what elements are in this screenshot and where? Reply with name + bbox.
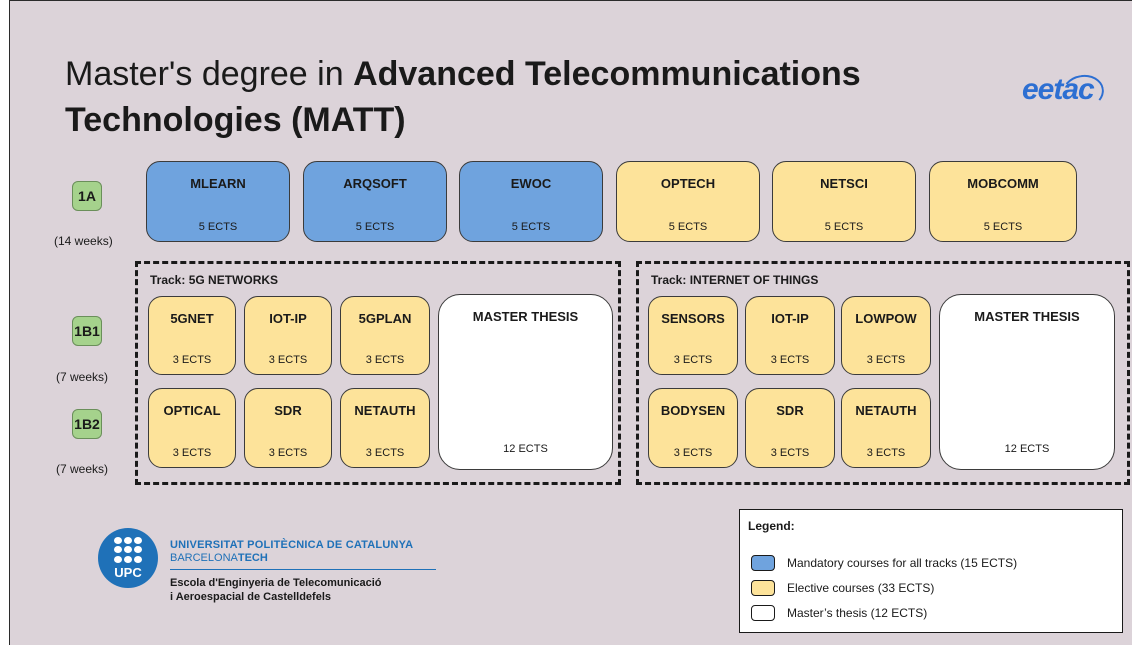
course-card[interactable]: EWOC 5 ECTS [459, 161, 603, 242]
course-ects: 5 ECTS [824, 221, 864, 233]
thesis-ects: 12 ECTS [503, 443, 548, 455]
course-ects: 3 ECTS [172, 447, 212, 459]
course-ects: 3 ECTS [673, 354, 713, 366]
legend-text: Mandatory courses for all tracks (15 ECT… [787, 556, 1018, 570]
upc-school-line1: Escola d'Enginyeria de Telecomunicació [170, 577, 382, 589]
legend: Legend: Mandatory courses for all tracks… [739, 509, 1123, 633]
course-name: 5GNET [170, 311, 214, 326]
course-name: IOT-IP [269, 311, 307, 326]
upc-barcelona: BARCELONA [170, 552, 238, 564]
course-card[interactable]: BODYSEN 3 ECTS [648, 388, 738, 468]
course-ects: 5 ECTS [511, 221, 551, 233]
course-name: LOWPOW [855, 311, 917, 326]
course-card[interactable]: NETSCI 5 ECTS [772, 161, 916, 242]
eetac-logo-text: eetac [1022, 73, 1095, 106]
course-name: MOBCOMM [967, 176, 1039, 191]
course-ects: 3 ECTS [770, 447, 810, 459]
course-card[interactable]: SDR 3 ECTS [244, 388, 332, 468]
course-card[interactable]: OPTECH 5 ECTS [616, 161, 760, 242]
title-bold-line1: Advanced Telecommunications [353, 55, 861, 93]
course-name: OPTECH [660, 176, 716, 191]
course-card[interactable]: 5GPLAN 3 ECTS [340, 296, 430, 375]
legend-text: Elective courses (33 ECTS) [787, 581, 935, 595]
course-ects: 3 ECTS [866, 354, 906, 366]
upc-logo-text: UPC [114, 565, 142, 580]
upc-university-name: UNIVERSITAT POLITÈCNICA DE CATALUNYA [170, 539, 414, 551]
legend-text: Master’s thesis (12 ECTS) [787, 606, 928, 620]
course-card[interactable]: IOT-IP 3 ECTS [244, 296, 332, 375]
legend-swatch-mandatory [751, 555, 775, 571]
course-name: EWOC [510, 176, 552, 191]
course-ects: 3 ECTS [268, 354, 308, 366]
course-ects: 5 ECTS [198, 221, 238, 233]
period-badge-1b1: 1B1 [72, 316, 102, 346]
upc-dots-icon [114, 537, 144, 563]
course-card[interactable]: OPTICAL 3 ECTS [148, 388, 236, 468]
upc-school-name: Escola d'Enginyeria de Telecomunicació i… [170, 576, 381, 604]
course-card[interactable]: ARQSOFT 5 ECTS [303, 161, 447, 242]
legend-title: Legend: [748, 519, 795, 533]
course-ects: 3 ECTS [365, 354, 405, 366]
page-title: Master's degree in Advanced Telecommunic… [65, 51, 861, 143]
course-card[interactable]: MOBCOMM 5 ECTS [929, 161, 1077, 242]
legend-swatch-elective [751, 580, 775, 596]
course-ects: 3 ECTS [770, 354, 810, 366]
course-ects: 3 ECTS [268, 447, 308, 459]
title-bold-line2: Technologies (MATT) [65, 101, 406, 139]
track-label: Track: 5G NETWORKS [150, 273, 279, 287]
course-name: NETSCI [820, 176, 868, 191]
course-card[interactable]: SDR 3 ECTS [745, 388, 835, 468]
thesis-card[interactable]: MASTER THESIS 12 ECTS [939, 294, 1115, 470]
upc-tech: TECH [237, 552, 268, 564]
course-name: SENSORS [661, 311, 725, 326]
course-name: NETAUTH [855, 403, 917, 418]
course-name: 5GPLAN [358, 311, 412, 326]
course-name: SDR [274, 403, 302, 418]
period-weeks-1a: (14 weeks) [54, 234, 113, 248]
thesis-card[interactable]: MASTER THESIS 12 ECTS [438, 294, 613, 470]
title-prefix: Master's degree in [65, 55, 354, 93]
upc-barcelonatech: BARCELONATECH [170, 552, 268, 564]
course-name: BODYSEN [660, 403, 726, 418]
course-ects: 3 ECTS [172, 354, 212, 366]
thesis-name: MASTER THESIS [974, 309, 1080, 324]
course-card[interactable]: 5GNET 3 ECTS [148, 296, 236, 375]
eetac-logo: eetac [1022, 71, 1107, 113]
course-card[interactable]: NETAUTH 3 ECTS [340, 388, 430, 468]
track-5g-networks [135, 261, 621, 485]
course-name: SDR [776, 403, 804, 418]
course-card[interactable]: IOT-IP 3 ECTS [745, 296, 835, 375]
course-card[interactable]: MLEARN 5 ECTS [146, 161, 290, 242]
thesis-ects: 12 ECTS [1004, 443, 1050, 455]
course-ects: 5 ECTS [983, 221, 1023, 233]
thesis-name: MASTER THESIS [472, 309, 579, 324]
course-name: MLEARN [190, 176, 246, 191]
course-card[interactable]: NETAUTH 3 ECTS [841, 388, 931, 468]
course-ects: 5 ECTS [668, 221, 708, 233]
upc-divider [170, 569, 436, 570]
course-ects: 3 ECTS [365, 447, 405, 459]
course-card[interactable]: SENSORS 3 ECTS [648, 296, 738, 375]
course-name: NETAUTH [354, 403, 416, 418]
period-weeks-1b2: (7 weeks) [56, 462, 109, 476]
track-label: Track: INTERNET OF THINGS [651, 273, 819, 287]
slide: Master's degree in Advanced Telecommunic… [9, 0, 1132, 645]
course-card[interactable]: LOWPOW 3 ECTS [841, 296, 931, 375]
period-badge-1a: 1A [72, 181, 102, 211]
course-name: IOT-IP [771, 311, 809, 326]
course-ects: 3 ECTS [673, 447, 713, 459]
upc-logo: UPC [98, 528, 158, 588]
course-ects: 5 ECTS [355, 221, 395, 233]
track-internet-of-things [636, 261, 1130, 485]
course-ects: 3 ECTS [866, 447, 906, 459]
upc-school-line2: i Aeroespacial de Castelldefels [170, 591, 331, 603]
course-name: ARQSOFT [343, 176, 407, 191]
period-weeks-1b1: (7 weeks) [56, 370, 109, 384]
legend-swatch-thesis [751, 605, 775, 621]
period-badge-1b2: 1B2 [72, 409, 102, 439]
course-name: OPTICAL [163, 403, 221, 418]
